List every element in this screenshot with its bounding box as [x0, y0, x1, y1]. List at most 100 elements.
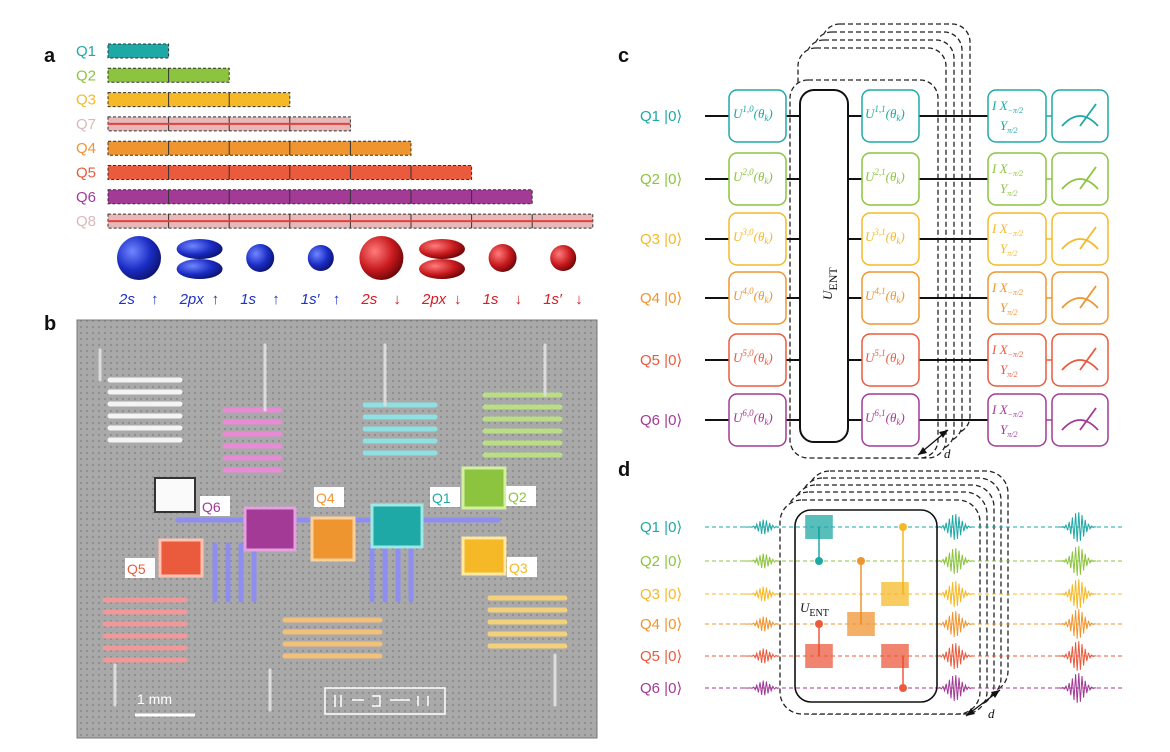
pulse-waveform — [1057, 641, 1097, 671]
orbital-sphere — [246, 244, 275, 272]
panel-c-letter: c — [618, 45, 629, 67]
meter-icon — [1061, 178, 1099, 190]
pulse-waveform — [1057, 512, 1097, 542]
rotation-gate — [861, 152, 920, 206]
basis-label-y: Yπ/2 — [1000, 181, 1017, 198]
flux-pulse-lines — [881, 582, 909, 606]
qubit-label-q8: Q8 — [76, 213, 96, 230]
pulse-waveform — [1057, 673, 1097, 703]
panel-c: c Q1 |0⟩U1,0(θk)U1,1(θk)I X−π/2Yπ/2Q2 |0… — [618, 23, 1109, 461]
gate-label: U6,0(θk) — [733, 408, 773, 427]
qubit-label-q6: Q6 — [76, 189, 96, 206]
basis-label-y: Yπ/2 — [1000, 241, 1017, 258]
qubit-label-q5: Q5 — [76, 165, 96, 182]
rotation-gate — [728, 152, 787, 206]
row-label-q5: Q5 |0⟩ — [640, 648, 682, 665]
orbital-label: 2s — [360, 291, 377, 308]
rotation-gate — [728, 89, 787, 143]
depth-arrowheads — [966, 690, 1000, 716]
control-dot — [857, 557, 865, 565]
orbital-row: 2s↑2px↑1s↑1s′↑2s↓2px↓1s↓1s′↓ — [117, 236, 583, 308]
p-orbital-lobe-bottom — [419, 259, 465, 279]
control-dot — [899, 684, 907, 692]
row-label-q4: Q4 |0⟩ — [640, 616, 682, 633]
pulse-waveform — [934, 581, 974, 607]
uent-box — [794, 509, 938, 703]
row-label-q4: Q4 |0⟩ — [640, 290, 682, 307]
gate-label: U2,1(θk) — [865, 167, 905, 186]
row-label-q5: Q5 |0⟩ — [640, 352, 682, 369]
basis-label-y: Yπ/2 — [1000, 422, 1017, 439]
rotation-gate — [728, 393, 787, 447]
uent-gate — [799, 89, 849, 443]
chip-label-q2: Q2 — [508, 489, 527, 505]
pulse-waveform — [744, 553, 780, 569]
orbital-sphere — [117, 236, 161, 280]
control-dot — [815, 620, 823, 628]
basis-label: I X−π/2 — [991, 98, 1023, 115]
pulse-waveform — [744, 519, 780, 535]
pulse-waveform — [934, 675, 974, 701]
qubit-bar-q1 — [107, 43, 170, 59]
uent-label: UENT — [820, 267, 840, 300]
spin-up-icon: ↑ — [333, 291, 341, 308]
orbital-label: 1s — [240, 291, 256, 308]
spin-down-icon: ↓ — [393, 291, 401, 308]
spin-up-icon: ↑ — [212, 291, 220, 308]
orbital-sphere — [307, 245, 334, 271]
meter-needle — [1079, 407, 1097, 431]
row-label-q6: Q6 |0⟩ — [640, 412, 682, 429]
flux-pulse-lines — [881, 644, 909, 668]
pulse-waveform — [1057, 546, 1097, 576]
spin-up-icon: ↑ — [151, 291, 159, 308]
orbital-label: 2s — [118, 291, 135, 308]
gate-label: U2,0(θk) — [733, 167, 773, 186]
qubit-label-q1: Q1 — [76, 43, 96, 60]
gate-label: U3,1(θk) — [865, 227, 905, 246]
rotation-gate — [728, 212, 787, 266]
chip-label-bg — [507, 557, 537, 577]
pulse-waveform — [1057, 609, 1097, 639]
p-orbital-lobe-bottom — [176, 259, 223, 279]
chip-label-q4: Q4 — [316, 490, 335, 506]
pulse-waveform — [934, 611, 974, 637]
basis-label: I X−π/2 — [991, 221, 1023, 238]
orbital-sphere — [550, 245, 577, 271]
panel-d-letter: d — [618, 459, 630, 481]
orbital-label: 1s — [483, 291, 499, 308]
gate-label: U3,0(θk) — [733, 227, 773, 246]
depth-label: d — [988, 706, 995, 721]
row-label-q6: Q6 |0⟩ — [640, 680, 682, 697]
pulse-waveform — [1057, 579, 1097, 609]
pulse-waveform — [744, 648, 780, 664]
gate-label: U1,1(θk) — [865, 104, 905, 123]
meter-needle — [1079, 103, 1097, 127]
qubit-label-q4: Q4 — [76, 140, 96, 157]
chip-label-bg — [200, 496, 230, 516]
meter-needle — [1079, 285, 1097, 309]
gate-label: U4,0(θk) — [733, 286, 773, 305]
control-dot — [815, 557, 823, 565]
rotation-gate — [728, 271, 787, 325]
orbital-sphere — [359, 236, 404, 280]
pulse-waveform — [744, 616, 780, 632]
rotation-gate — [861, 212, 920, 266]
spin-down-icon: ↓ — [515, 291, 523, 308]
row-label-q1: Q1 |0⟩ — [640, 519, 682, 536]
chip-label-q3: Q3 — [509, 560, 528, 576]
meter-icon — [1061, 359, 1099, 371]
flux-pulse-lines — [847, 612, 875, 636]
rotation-gate — [861, 271, 920, 325]
meter-needle — [1079, 226, 1097, 250]
meter-icon — [1061, 419, 1099, 431]
orbital-label: 2px — [179, 291, 205, 308]
panel-b-letter: b — [44, 313, 56, 335]
gate-label: U4,1(θk) — [865, 286, 905, 305]
basis-label: I X−π/2 — [991, 161, 1023, 178]
qubit-bar-q3 — [107, 92, 291, 108]
rotation-gate — [861, 89, 920, 143]
